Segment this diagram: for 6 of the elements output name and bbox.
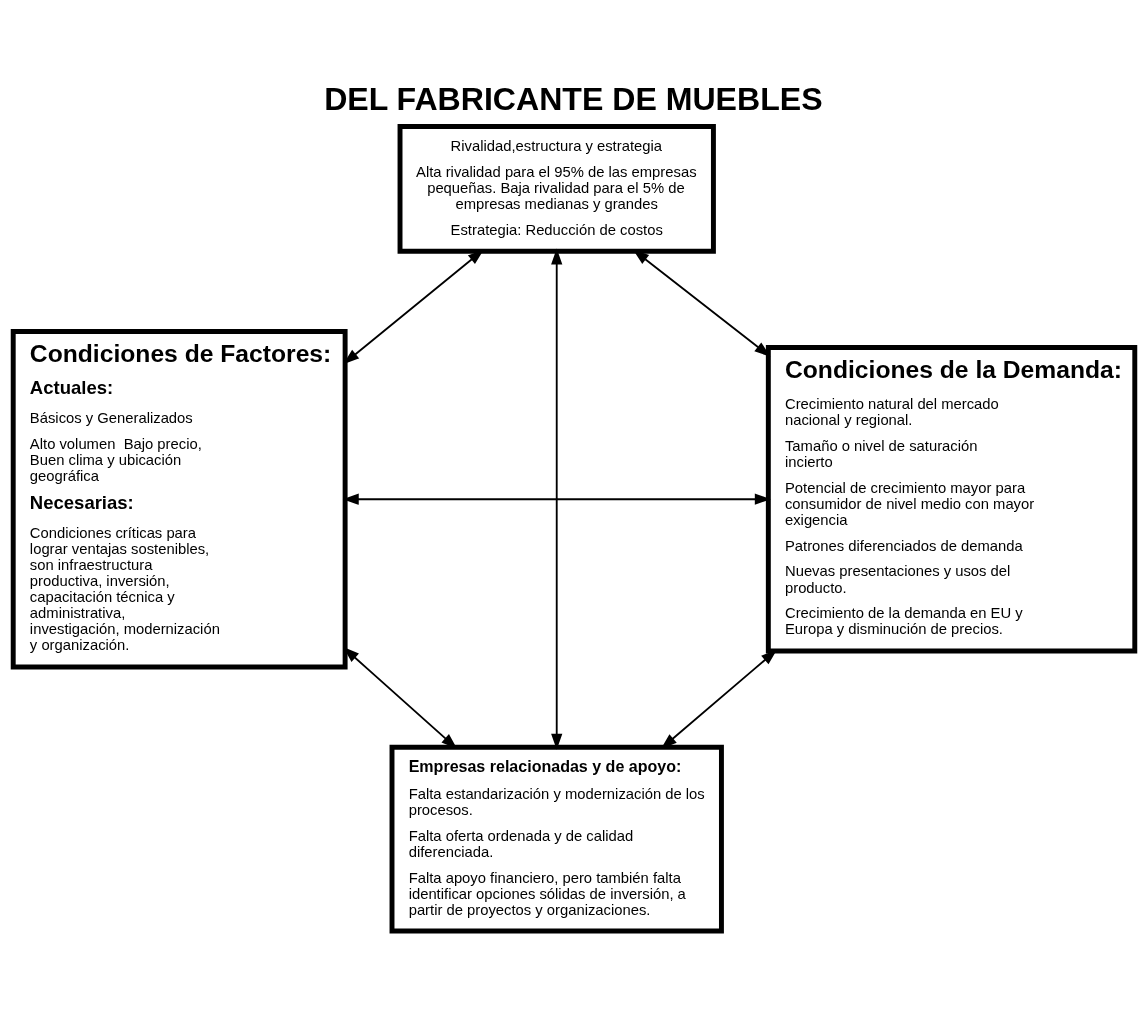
- node-box: Rivalidad,estructura y estrategia Alta rivalidad para el 95% de las empresas pequeñas. Baja rivalidad para el 5% de empresas medianas y grandes Estrategia: Reducción de costos: [397, 124, 716, 254]
- arrow: [551, 248, 563, 750]
- diagram-title: DEL FABRICANTE DE MUEBLES: [324, 81, 823, 118]
- node-box: Condiciones de Factores: Actuales: Básicos y Generalizados Alto volumen Bajo precio, Buen clima y ubicación geográfica Necesarias: Condiciones críticas para lograr ventajas sostenibles, son infraestructura productiva, inversión, capacitación técnica y administrativa, investigación, modernización y organización.: [10, 328, 348, 670]
- node-box: Empresas relacionadas y de apoyo: Falta estandarización y modernización de los procesos. Falta oferta ordenada y de calidad diferenciada. Falta apoyo financiero, pero también falta identificar opciones sólidas de inversión, a partir de proyectos y organizaciones.: [389, 744, 724, 934]
- node-box: Condiciones de la Demanda: Crecimiento natural del mercado nacional y regional. Tamaño o nivel de saturación incierto Potencial de crecimiento mayor para consumidor de nivel medio con mayor exigencia Patrones diferenciados de demanda Nuevas presentaciones y usos del producto. Crecimiento de la demanda en EU y Europa y disminución de precios.: [765, 344, 1138, 654]
